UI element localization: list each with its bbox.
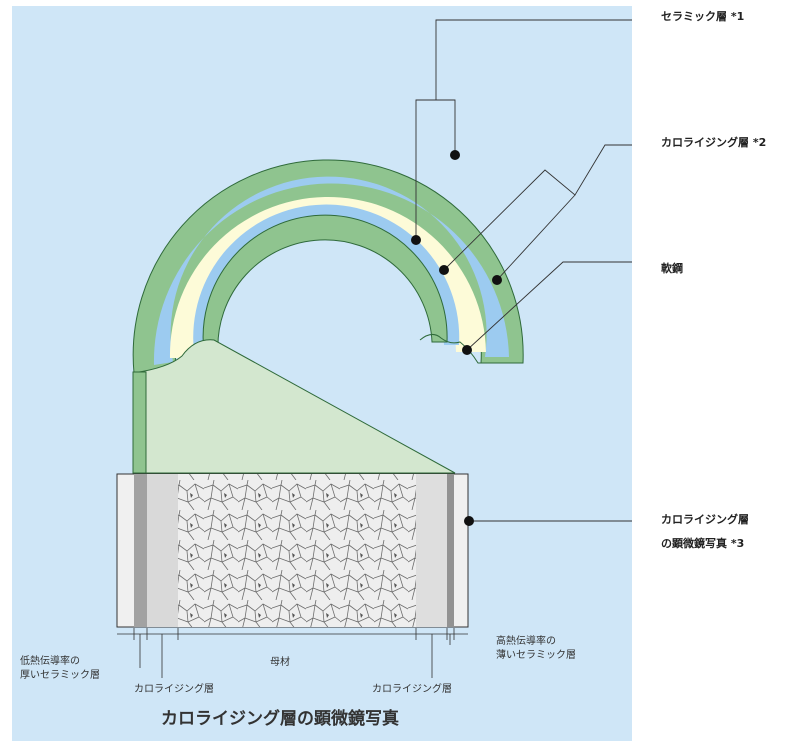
calorizing-right-label: カロライジング層 (372, 684, 452, 695)
calorizing-layer-label: カロライジング層 *2 (661, 136, 767, 149)
high-conductivity-ceramic-label-line2: 薄いセラミック層 (496, 650, 576, 661)
calorizing-left-label: カロライジング層 (134, 684, 214, 695)
micrograph-calorizing-band-right (416, 474, 447, 627)
micrograph-marker-dot (464, 516, 474, 526)
micrograph-label-line2: の顕微鏡写真 *3 (661, 537, 745, 550)
zoom-wedge-ceramic-strip (132, 371, 147, 474)
high-conductivity-ceramic-label-line1: 高熱伝導率の (496, 636, 556, 647)
micrograph-ceramic-band-left (134, 474, 147, 627)
zoom-wedge (132, 339, 456, 474)
leader-lines (415, 19, 632, 522)
ring-end-cut (419, 334, 520, 364)
calorizing-inner-marker-dot (439, 265, 449, 275)
ceramic-outer-marker-dot (450, 150, 460, 160)
low-conductivity-ceramic-label-line1: 低熱伝導率の (20, 656, 80, 667)
ceramic-layer-label: セラミック層 *1 (661, 10, 745, 23)
ceramic-inner-marker-dot (411, 235, 421, 245)
mild-steel-label: 軟鋼 (661, 262, 683, 275)
calorizing-outer-marker-dot (492, 275, 502, 285)
micrograph-grain-area (178, 474, 416, 627)
micrograph-dimension-line (117, 628, 468, 678)
low-conductivity-ceramic-label-line2: 厚いセラミック層 (20, 670, 100, 681)
base-material-label: 母材 (270, 657, 290, 668)
micrograph-ceramic-band-right (447, 474, 454, 627)
micrograph-label-line1: カロライジング層 (661, 513, 749, 526)
micrograph-calorizing-band-left (147, 474, 178, 627)
micrograph-caption: カロライジング層の顕微鏡写真 (161, 709, 399, 729)
mild-steel-marker-dot (462, 345, 472, 355)
